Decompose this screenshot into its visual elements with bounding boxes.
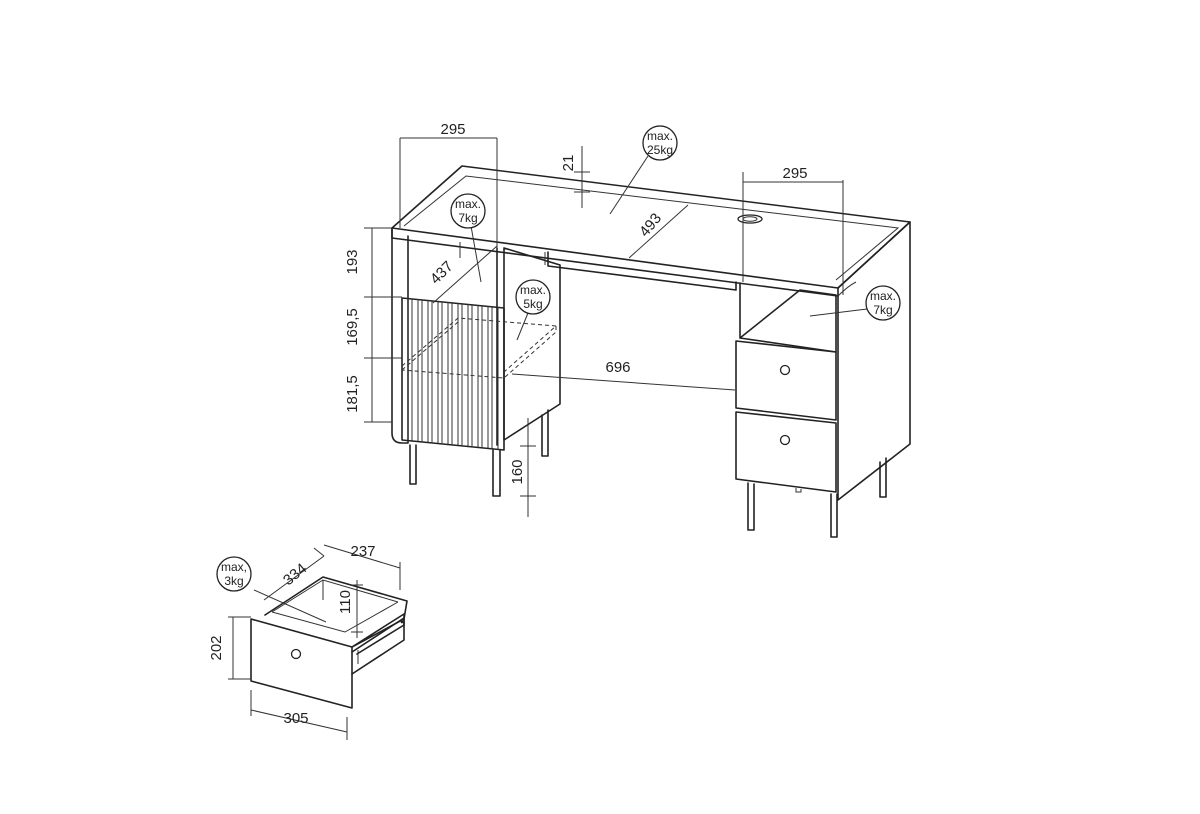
drawer-knob-icon (290, 648, 302, 660)
desk-top-inner-rim (403, 175, 900, 281)
dim-shelf-2: 169,5 (344, 308, 361, 346)
right-side-panel-edge (837, 281, 857, 297)
slatted-door (401, 297, 505, 451)
dim-left-shelf-depth: 437 (427, 258, 457, 288)
dim-inner-depth: 493 (636, 210, 665, 240)
drawer-inner-edges (271, 579, 399, 633)
right-side-panel (837, 221, 911, 501)
load-drawer-line1: max, (221, 560, 247, 574)
load-badge-inner-shelf (515, 279, 551, 315)
load-inner-shelf-line2: 5kg (523, 297, 542, 311)
dim-drawer-front-height: 202 (208, 635, 225, 660)
left-cabinet-body (496, 247, 561, 446)
left-inner-shelf (401, 317, 558, 379)
dim-knee-width: 696 (605, 359, 630, 376)
dim-drawer-width: 237 (350, 543, 375, 560)
right-drawer-upper (735, 340, 837, 421)
drawer-detail (228, 544, 408, 740)
dim-shelf-1: 193 (344, 249, 361, 274)
load-callouts: max. 25kg max. 7kg max. 5kg max. 7kg (450, 125, 901, 341)
load-badge-drawer (216, 556, 252, 592)
dim-shelf-3: 181,5 (344, 375, 361, 413)
desk-top-front-edge (391, 227, 839, 297)
load-badge-top (642, 125, 678, 161)
load-drawer-line2: 3kg (224, 574, 243, 588)
lower-drawer-knob-icon (779, 434, 791, 446)
desk (391, 165, 911, 538)
desk-legs (409, 409, 887, 538)
upper-drawer-knob-icon (779, 364, 791, 376)
load-badge-left-shelf (450, 193, 486, 229)
load-right-shelf-line1: max. (870, 289, 896, 303)
right-cabinet-shell (739, 282, 837, 353)
dim-top-edge: 21 (560, 155, 577, 172)
dim-right-depth: 295 (782, 165, 807, 182)
load-top-line1: max. (647, 129, 673, 143)
dim-leg-height: 160 (509, 459, 526, 484)
right-drawer-lower (735, 411, 837, 493)
load-badge-right-shelf (865, 285, 901, 321)
drawer-front-panel (250, 618, 353, 709)
drawer-runner-dot (400, 620, 404, 624)
load-right-shelf-line2: 7kg (873, 303, 892, 317)
dim-drawer-inner-height: 110 (337, 590, 354, 614)
modesty-rail (547, 251, 737, 291)
load-left-shelf-line2: 7kg (458, 211, 477, 225)
load-top-line2: 25kg (647, 143, 673, 157)
load-inner-shelf-line1: max. (520, 283, 546, 297)
load-left-shelf-line1: max. (455, 197, 481, 211)
left-cabinet-back (459, 242, 546, 265)
drawer-side-wall (351, 617, 405, 675)
dim-drawer-front-width: 305 (283, 710, 308, 727)
cable-grommet-icon (737, 214, 763, 224)
dim-left-depth: 295 (440, 121, 465, 138)
left-side-panel (391, 227, 409, 444)
desk-dimension-lines (364, 137, 844, 517)
